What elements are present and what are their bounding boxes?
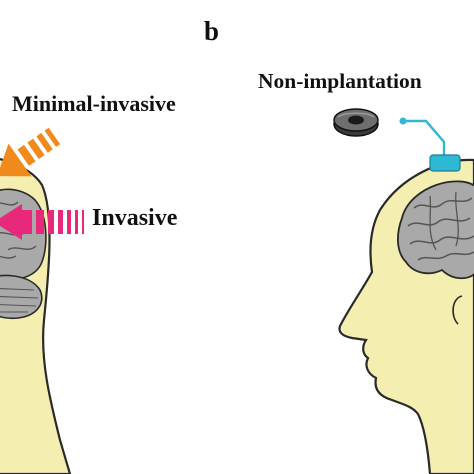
right-brain <box>397 180 474 280</box>
left-head <box>0 158 72 474</box>
invasive-label: Invasive <box>92 205 178 231</box>
panel-letter: b <box>204 16 220 46</box>
non-implantation-label: Non-implantation <box>258 69 422 93</box>
connector-cable <box>399 117 446 156</box>
minimal-invasive-arrow <box>0 127 61 177</box>
electrode-ring-icon <box>333 108 379 137</box>
head-sensor-icon <box>429 154 461 172</box>
left-brain <box>0 188 47 320</box>
minimal-invasive-label: Minimal-invasive <box>12 91 176 116</box>
invasive-arrow <box>0 204 84 240</box>
